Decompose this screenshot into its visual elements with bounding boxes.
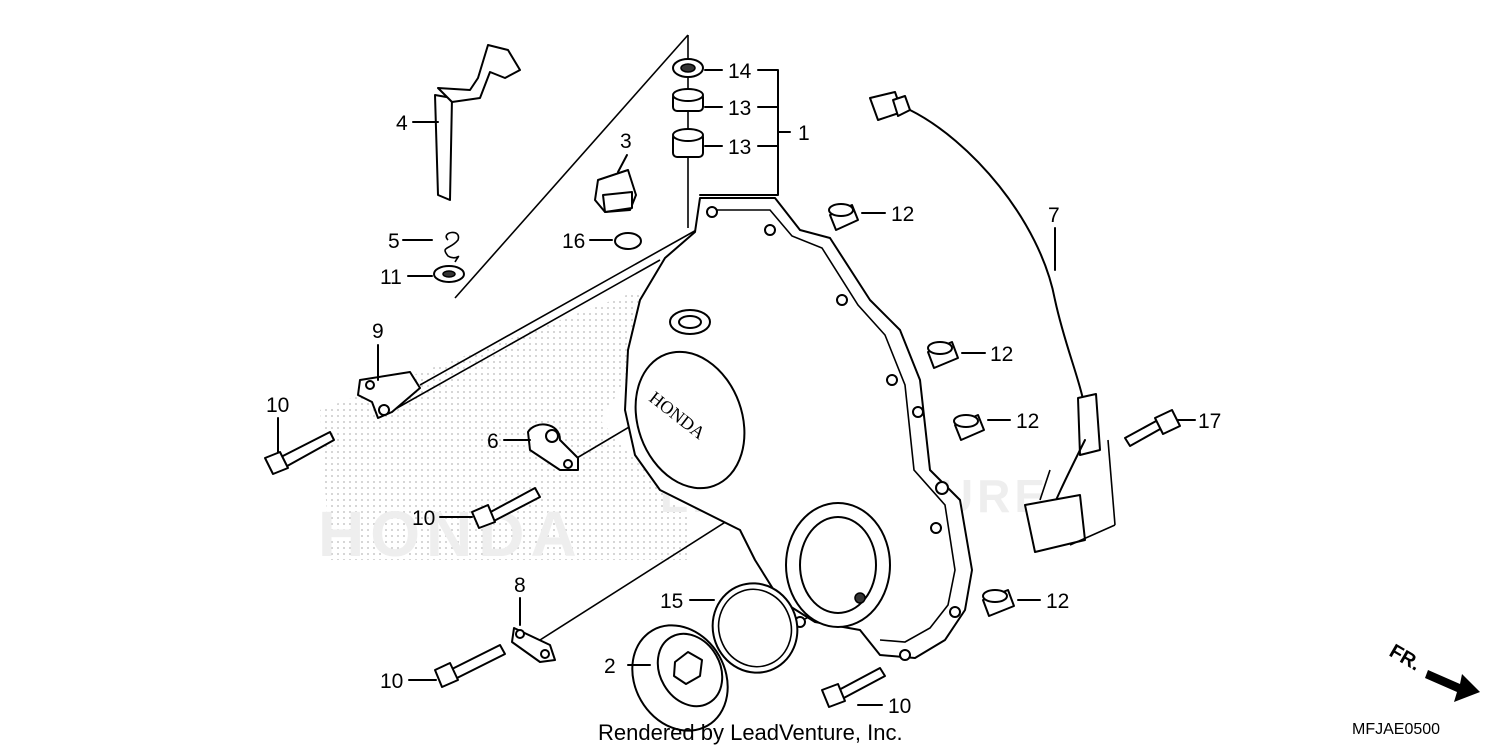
clamp-6 [527, 423, 579, 471]
callout-10-b: 10 [412, 507, 435, 530]
callout-6: 6 [487, 430, 499, 453]
bracket-9 [357, 371, 421, 419]
direction-label: FR. [1386, 640, 1425, 675]
front-arrow-icon [1425, 670, 1480, 702]
callout-7: 7 [1048, 204, 1060, 227]
leader-lines [277, 69, 1196, 706]
callout-17: 17 [1198, 410, 1221, 433]
callouts: 14 13 13 1 3 16 4 5 11 9 10 6 10 8 10 15… [266, 60, 1221, 718]
callout-10-d: 10 [888, 695, 911, 718]
callout-11: 11 [380, 266, 402, 289]
front-direction-indicator: FR. [1386, 640, 1480, 702]
callout-2: 2 [604, 655, 616, 678]
callout-9: 9 [372, 320, 384, 343]
watermark-brand: HONDA [318, 498, 583, 570]
shaft-assembly [433, 44, 521, 283]
diagram-code: MFJAE0500 [1352, 721, 1440, 738]
callout-4: 4 [396, 112, 408, 135]
callout-1: 1 [798, 122, 810, 145]
callout-8: 8 [514, 574, 526, 597]
sensor-harness-7 [869, 91, 1116, 553]
callout-14: 14 [728, 60, 752, 83]
callout-12-d: 12 [1046, 590, 1069, 613]
bracket-8 [511, 627, 556, 663]
callout-13-b: 13 [728, 136, 751, 159]
callout-12-a: 12 [891, 203, 914, 226]
right-crankcase-cover: HONDA [624, 197, 973, 661]
callout-10-a: 10 [266, 394, 289, 417]
bearings [672, 58, 704, 158]
dowel-pins-12 [828, 203, 1015, 617]
callout-13-a: 13 [728, 97, 751, 120]
callout-5: 5 [388, 230, 400, 253]
callout-10-c: 10 [380, 670, 403, 693]
callout-3: 3 [620, 130, 632, 153]
plug-and-gasket [631, 582, 799, 732]
callout-16: 16 [562, 230, 585, 253]
callout-12-b: 12 [990, 343, 1013, 366]
oil-filler-cap [594, 169, 642, 250]
credit-text: Rendered by LeadVenture, Inc. [598, 720, 903, 745]
callout-15: 15 [660, 590, 683, 613]
bolts-10 [264, 409, 1181, 708]
callout-12-c: 12 [1016, 410, 1039, 433]
